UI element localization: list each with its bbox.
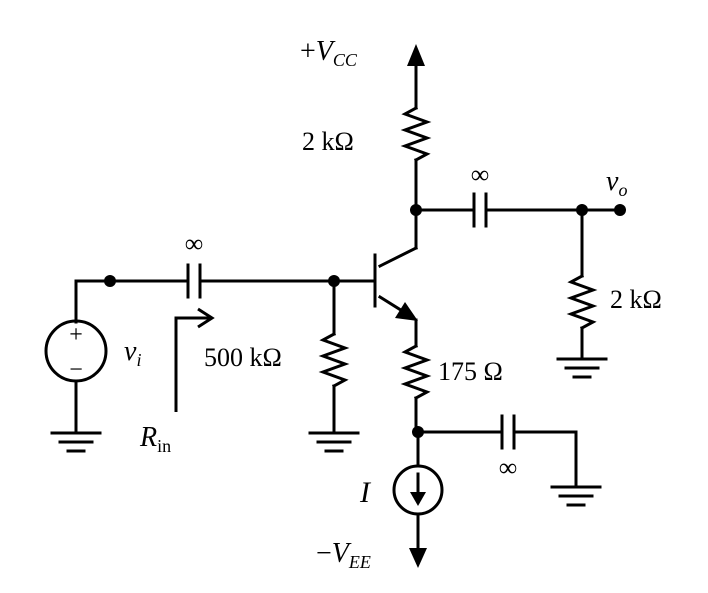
base-ground-symbol bbox=[308, 431, 360, 453]
collector-resistor: 2 kΩ bbox=[302, 105, 432, 212]
vcc-arrow bbox=[407, 44, 425, 66]
source-ground-symbol bbox=[50, 431, 102, 453]
source-plus-sign: + bbox=[69, 322, 83, 348]
base-resistor: 500 kΩ bbox=[204, 279, 350, 434]
npn-transistor bbox=[333, 253, 418, 348]
vcc-supply: +VCC bbox=[300, 36, 425, 110]
emitter-resistor: 175 Ω bbox=[400, 343, 503, 434]
output-terminal bbox=[614, 204, 626, 216]
bypass-ground-symbol bbox=[550, 485, 602, 507]
output-capacitor-label: ∞ bbox=[471, 160, 490, 189]
input-capacitor-label: ∞ bbox=[185, 229, 204, 258]
vee-label: −VEE bbox=[316, 538, 371, 572]
input-coupling-capacitor: ∞ bbox=[108, 229, 336, 299]
current-source: I bbox=[359, 430, 444, 568]
emitter-resistor-label: 175 Ω bbox=[438, 357, 503, 386]
load-resistor: 2 kΩ bbox=[566, 208, 662, 360]
load-resistor-label: 2 kΩ bbox=[610, 285, 662, 314]
input-voltage-source: + − vi bbox=[44, 279, 141, 434]
bypass-capacitor: ∞ bbox=[416, 414, 578, 488]
current-direction-arrow bbox=[410, 492, 426, 506]
output-voltage-label: vo bbox=[606, 166, 627, 200]
input-resistance-label: Rin bbox=[139, 422, 171, 456]
vee-arrow bbox=[409, 548, 427, 568]
bypass-capacitor-label: ∞ bbox=[499, 453, 518, 482]
emitter-arrow bbox=[395, 302, 418, 321]
vcc-label: +VCC bbox=[300, 36, 358, 70]
collector-resistor-label: 2 kΩ bbox=[302, 127, 354, 156]
load-ground-symbol bbox=[556, 357, 608, 379]
input-resistance-indicator: Rin bbox=[139, 307, 215, 456]
base-resistor-label: 500 kΩ bbox=[204, 343, 282, 372]
source-minus-sign: − bbox=[69, 357, 83, 383]
input-voltage-label: vi bbox=[124, 336, 141, 370]
current-source-label: I bbox=[359, 476, 372, 509]
output-coupling-capacitor: ∞ bbox=[414, 160, 622, 228]
